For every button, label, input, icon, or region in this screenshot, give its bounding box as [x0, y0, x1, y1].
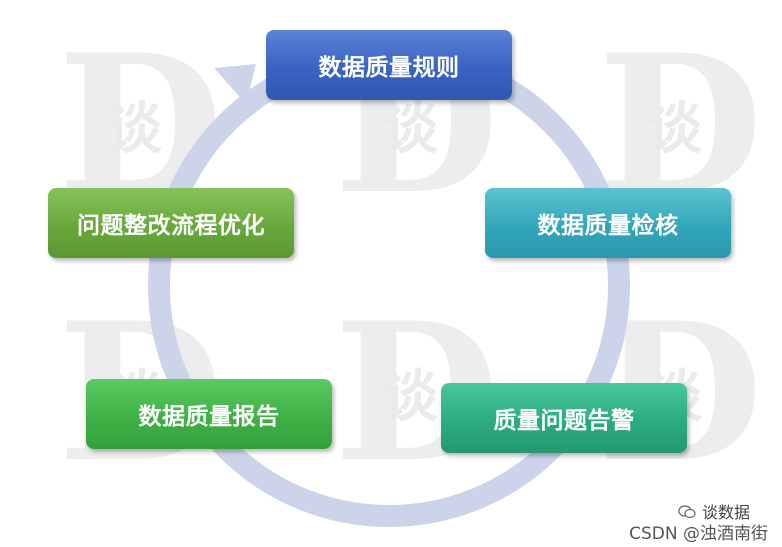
node-quality-issue-alert: 质量问题告警 — [441, 383, 687, 453]
wechat-icon — [678, 504, 696, 519]
node-process-optimization: 问题整改流程优化 — [48, 188, 294, 258]
node-label: 数据质量报告 — [138, 404, 280, 430]
node-label: 数据质量检核 — [537, 213, 679, 239]
brand-line: 谈数据 — [678, 499, 750, 523]
arrow-head-icon — [214, 64, 256, 104]
node-label: 质量问题告警 — [493, 408, 635, 434]
brand-name: 谈数据 — [701, 503, 750, 522]
node-data-quality-report: 数据质量报告 — [86, 379, 332, 449]
credit-line: CSDN @浊酒南街 — [629, 524, 768, 544]
node-label: 数据质量规则 — [318, 55, 460, 81]
node-label: 问题整改流程优化 — [77, 213, 265, 239]
node-data-quality-rule: 数据质量规则 — [266, 30, 512, 100]
node-data-quality-check: 数据质量检核 — [485, 188, 731, 258]
